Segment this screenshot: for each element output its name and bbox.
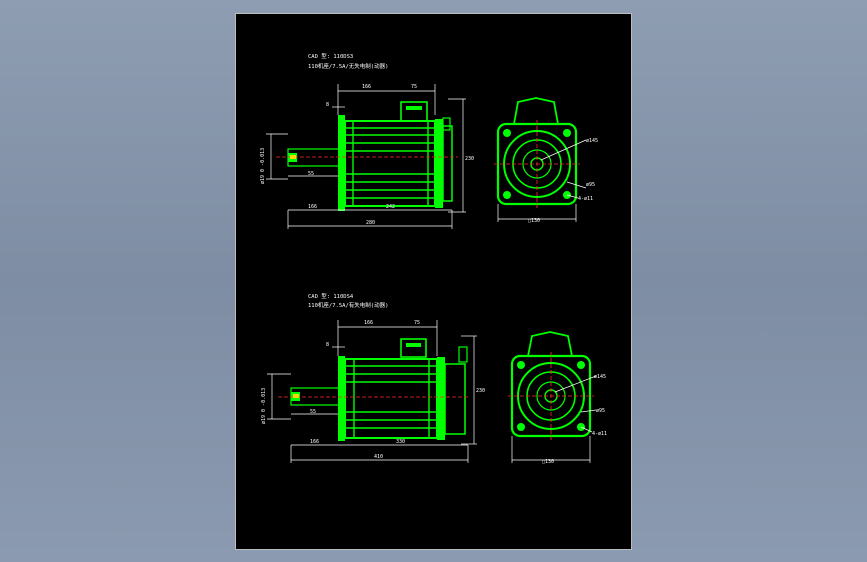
bottom-dim-height: 230 [476, 388, 485, 394]
top-end-square-dim: □130 [528, 218, 540, 224]
top-title-desc: 110机座/7.5A/无失电制(动器) [308, 62, 388, 70]
top-end-connector [513, 97, 559, 125]
bottom-dim-motor: 166 [364, 320, 373, 326]
top-connector [400, 101, 428, 122]
top-dim-flange: 8 [326, 102, 329, 108]
bottom-title-desc: 110机座/7.5A/有失电制(动器) [308, 301, 388, 309]
top-encoder-plug [442, 117, 451, 131]
bottom-dim-flange: 8 [326, 342, 329, 348]
bottom-end-square-dim: □130 [542, 459, 554, 465]
top-end-holes: 4-ø11 [578, 196, 593, 202]
bottom-end-view: ø145 ø95 4-ø11 □130 [508, 331, 607, 465]
top-dim-body: 242 [386, 204, 395, 210]
drawing-sheet: CAD 型: 110DS3 110机座/7.5A/无失电制(动器) [235, 13, 632, 550]
top-body-fins [345, 121, 435, 206]
bottom-connector-plug [406, 343, 421, 347]
top-title-model: CAD 型: 110DS3 [308, 52, 353, 60]
top-flange [338, 115, 345, 211]
bottom-brake [444, 363, 466, 435]
bottom-dim-key: 55 [310, 409, 316, 415]
top-dimensions: 166 75 8 230 ø19 0 -0.013 55 166 242 [260, 84, 474, 229]
bottom-title-model: CAD 型: 110DS4 [308, 292, 354, 300]
bottom-dim-total: 410 [374, 454, 383, 460]
top-dim-shaft: ø19 0 -0.013 [260, 148, 266, 184]
bottom-dim-encoder: 75 [414, 320, 420, 326]
top-dim-motor: 166 [362, 84, 371, 90]
bottom-dimensions: 166 75 8 230 ø19 0 -0.013 55 166 330 [261, 320, 485, 463]
top-end-pcd: ø145 [586, 138, 598, 144]
top-dim-height: 230 [465, 156, 474, 162]
bottom-side-view: 166 75 8 230 ø19 0 -0.013 55 166 330 [261, 320, 485, 463]
bottom-end-connector [527, 331, 573, 357]
top-encoder [442, 125, 453, 202]
bottom-end-spigot-dim: ø95 [596, 408, 605, 414]
top-side-view: 166 75 8 230 ø19 0 -0.013 55 166 242 [260, 84, 474, 229]
bottom-rear-cap [437, 357, 445, 440]
bottom-shaft-tip [293, 394, 299, 398]
top-end-view: ø145 ø95 4-ø11 □130 [494, 97, 598, 224]
top-motor-group: CAD 型: 110DS3 110机座/7.5A/无失电制(动器) [260, 52, 598, 229]
top-dim-key: 55 [308, 171, 314, 177]
bottom-flange [338, 356, 345, 441]
bottom-body-fins [345, 359, 437, 438]
bottom-dim-shaft: ø19 0 -0.013 [261, 388, 267, 424]
bottom-end-pcd: ø145 [594, 374, 606, 380]
top-end-spigot-dim: ø95 [586, 182, 595, 188]
top-dim-total: 280 [366, 220, 375, 226]
top-dim-shaft-len: 166 [308, 204, 317, 210]
top-rear-cap [435, 119, 443, 208]
top-body [344, 120, 436, 207]
bottom-body [344, 358, 438, 439]
bottom-dim-body: 330 [396, 439, 405, 445]
bottom-encoder-plug [458, 346, 468, 363]
bottom-dim-shaft-len: 166 [310, 439, 319, 445]
cad-drawing: CAD 型: 110DS3 110机座/7.5A/无失电制(动器) [260, 52, 607, 465]
bottom-connector [400, 338, 427, 358]
bottom-end-holes: 4-ø11 [592, 431, 607, 437]
top-shaft-tip [290, 155, 296, 159]
top-dim-encoder: 75 [411, 84, 417, 90]
bottom-motor-group: CAD 型: 110DS4 110机座/7.5A/有失电制(动器) [261, 292, 607, 465]
top-connector-plug [406, 106, 422, 110]
